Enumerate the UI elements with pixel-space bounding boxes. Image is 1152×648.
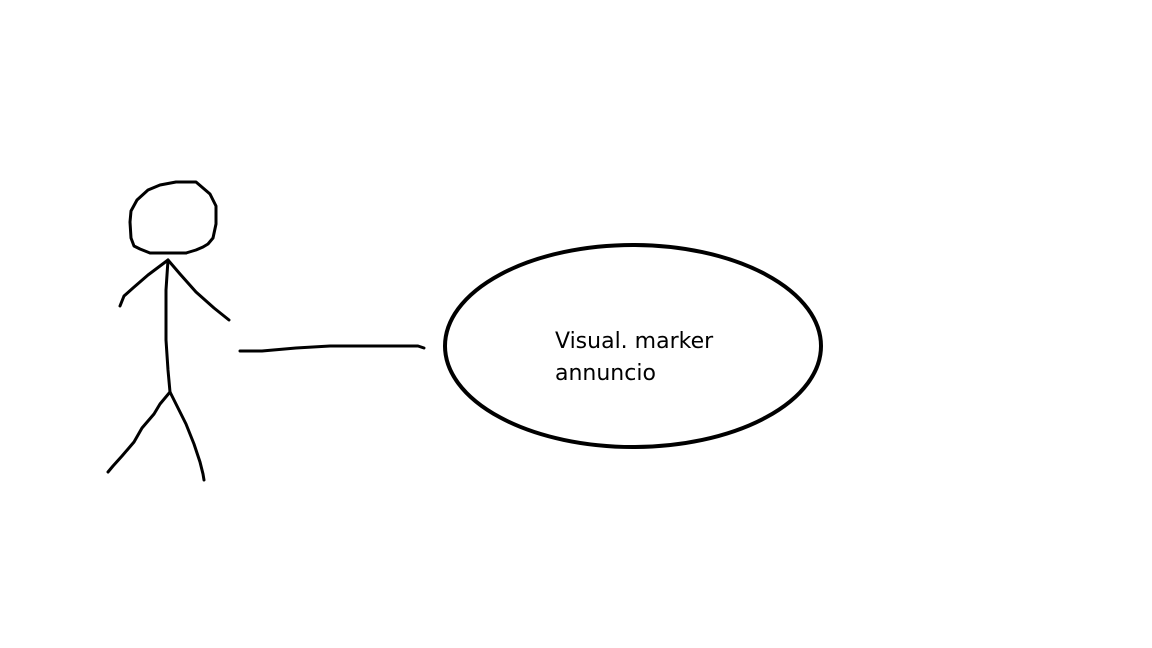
use-case-ellipse bbox=[443, 243, 823, 449]
actor-stick-figure bbox=[106, 180, 231, 482]
actor-body bbox=[164, 258, 172, 394]
actor-head bbox=[128, 180, 218, 255]
actor-left-leg bbox=[106, 390, 172, 474]
use-case-label-line-2: annuncio bbox=[555, 361, 656, 386]
actor-left-arm bbox=[118, 258, 170, 308]
actor-right-leg bbox=[168, 390, 206, 482]
actor-right-arm bbox=[166, 258, 231, 322]
use-case-label-line-1: Visual. marker bbox=[555, 329, 714, 354]
use-case-label: Visual. marker annuncio bbox=[555, 326, 755, 390]
association-line bbox=[238, 344, 426, 353]
